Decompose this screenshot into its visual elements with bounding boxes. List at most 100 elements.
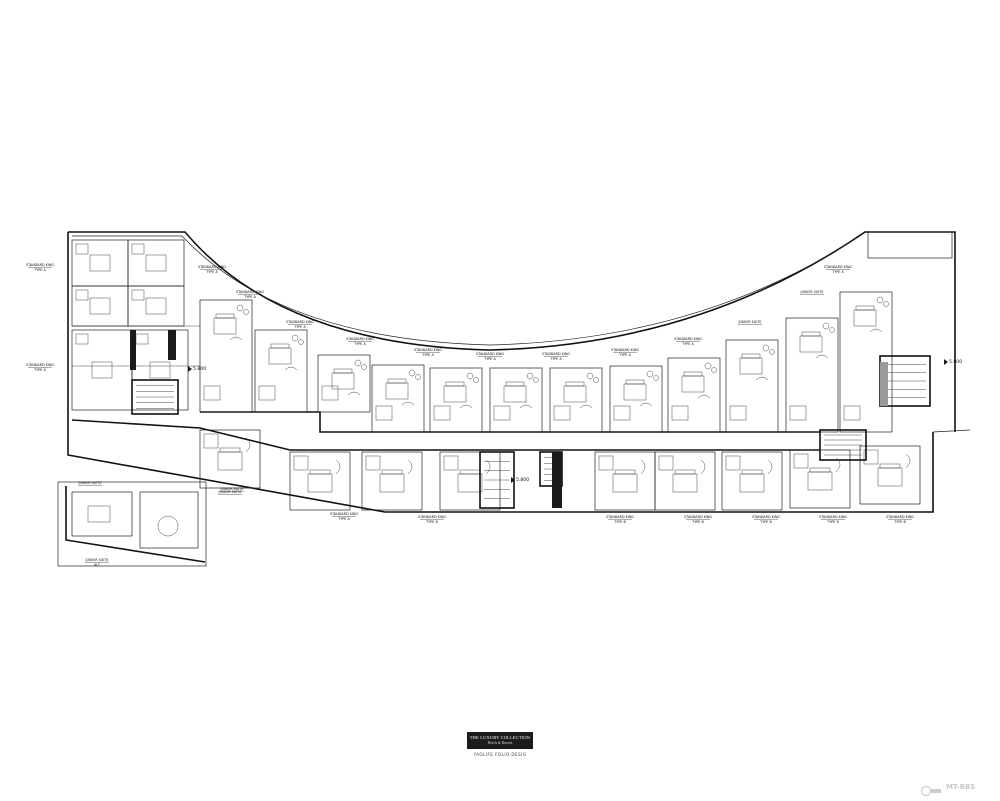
core-outline xyxy=(819,429,867,461)
armchair xyxy=(586,372,594,380)
room-type-label: STANDARD KING xyxy=(542,352,570,356)
armchair xyxy=(704,362,712,370)
bathroom xyxy=(843,405,861,421)
bed xyxy=(443,385,467,403)
bed xyxy=(739,357,763,375)
room-type-label: STANDARD KING xyxy=(286,320,314,324)
outer-wall-south xyxy=(67,232,934,513)
room-outline xyxy=(371,364,425,433)
north-room xyxy=(317,354,371,413)
armchair xyxy=(822,322,830,330)
west-room xyxy=(127,285,185,327)
bathroom xyxy=(293,455,309,471)
headboard xyxy=(219,447,241,453)
bathroom xyxy=(365,455,381,471)
north-room xyxy=(199,299,253,413)
door-swing xyxy=(815,354,829,359)
armchair xyxy=(876,296,884,304)
room-type-label: JUNIOR SUITE xyxy=(78,481,102,485)
headboard xyxy=(309,469,331,475)
corridor-wall-south xyxy=(71,419,820,451)
headboard xyxy=(445,381,465,387)
room-outline xyxy=(429,367,483,433)
room-subtype-label: TYPE A xyxy=(549,357,562,361)
north-room xyxy=(489,367,543,433)
side-table xyxy=(415,374,421,380)
wardrobe xyxy=(131,243,145,255)
room-outline xyxy=(721,451,783,511)
door-swing xyxy=(579,404,593,409)
armchair xyxy=(291,334,299,342)
shear-wall xyxy=(880,362,888,406)
door-swing xyxy=(229,336,243,341)
bed xyxy=(213,317,237,335)
room-type-label: JUNIOR SUITE xyxy=(220,487,244,491)
wardrobe xyxy=(75,289,89,301)
bed xyxy=(268,347,292,365)
room-subtype-label: TYPE B xyxy=(613,520,626,524)
side-table xyxy=(829,327,835,333)
room-subtype-label: TYPE B xyxy=(826,520,839,524)
side-table xyxy=(533,377,539,383)
bathroom xyxy=(493,405,511,421)
room-outline xyxy=(71,239,129,287)
room-type-label: STANDARD KING xyxy=(198,265,226,269)
curtain-wall xyxy=(72,235,861,346)
room-outline xyxy=(859,445,921,505)
north-room xyxy=(609,365,663,433)
bed xyxy=(739,473,765,493)
bed xyxy=(307,473,333,493)
room-type-label: STANDARD KING xyxy=(236,290,264,294)
site-watermark: MT-BBS xyxy=(920,783,996,797)
room-outline xyxy=(594,451,656,511)
bathroom xyxy=(375,405,393,421)
armchair xyxy=(646,370,654,378)
room-outline xyxy=(131,329,189,411)
designer-credit: YAOLIFE FOLIO DESIG xyxy=(473,752,527,757)
logo-brand-name: THE LUXURY COLLECTION xyxy=(469,735,531,740)
shear-wall xyxy=(552,452,562,508)
door-swing xyxy=(700,459,706,475)
west-room xyxy=(71,285,129,327)
bathroom xyxy=(321,385,339,401)
headboard xyxy=(809,467,831,473)
door-swing xyxy=(767,459,773,475)
headboard xyxy=(270,343,290,349)
bed xyxy=(503,385,527,403)
room-type-label: STANDARD KING xyxy=(824,265,852,269)
inset-sofa xyxy=(157,515,179,537)
room-type-label: STANDARD KING xyxy=(606,515,634,519)
watermark-logo-icon xyxy=(920,785,941,797)
inset-room xyxy=(139,491,199,549)
grid-line xyxy=(932,429,971,433)
north-room xyxy=(725,339,779,433)
room-subtype-label: TYPE A xyxy=(831,270,844,274)
wardrobe xyxy=(75,333,89,345)
bed xyxy=(799,335,823,353)
watermark-text: MT-BBS xyxy=(946,783,976,791)
room-subtype-label: TYPE A xyxy=(337,517,350,521)
headboard xyxy=(215,313,235,319)
inset-wall xyxy=(65,486,206,563)
bed xyxy=(89,254,111,272)
door-swing xyxy=(284,366,298,371)
side-table xyxy=(243,309,249,315)
south-room xyxy=(361,451,423,511)
room-type-label: STANDARD KING xyxy=(476,352,504,356)
bed xyxy=(331,372,355,390)
headboard xyxy=(741,353,761,359)
room-subtype-label: TYPE A xyxy=(33,368,46,372)
room-outline xyxy=(317,354,371,413)
level-arrow-icon xyxy=(944,359,948,365)
room-subtype-label: TYPE A xyxy=(353,342,366,346)
level-value: 5.800 xyxy=(516,477,529,483)
bed xyxy=(877,467,903,487)
room-type-label: STANDARD KING xyxy=(752,515,780,519)
inset-plan xyxy=(57,481,207,567)
room-type-label: JUNIOR SUITE xyxy=(738,320,762,324)
room-subtype-label: TYPE A xyxy=(33,268,46,272)
headboard xyxy=(505,381,525,387)
room-subtype-label: TYPE B xyxy=(425,520,438,524)
inset-frame xyxy=(57,481,207,567)
